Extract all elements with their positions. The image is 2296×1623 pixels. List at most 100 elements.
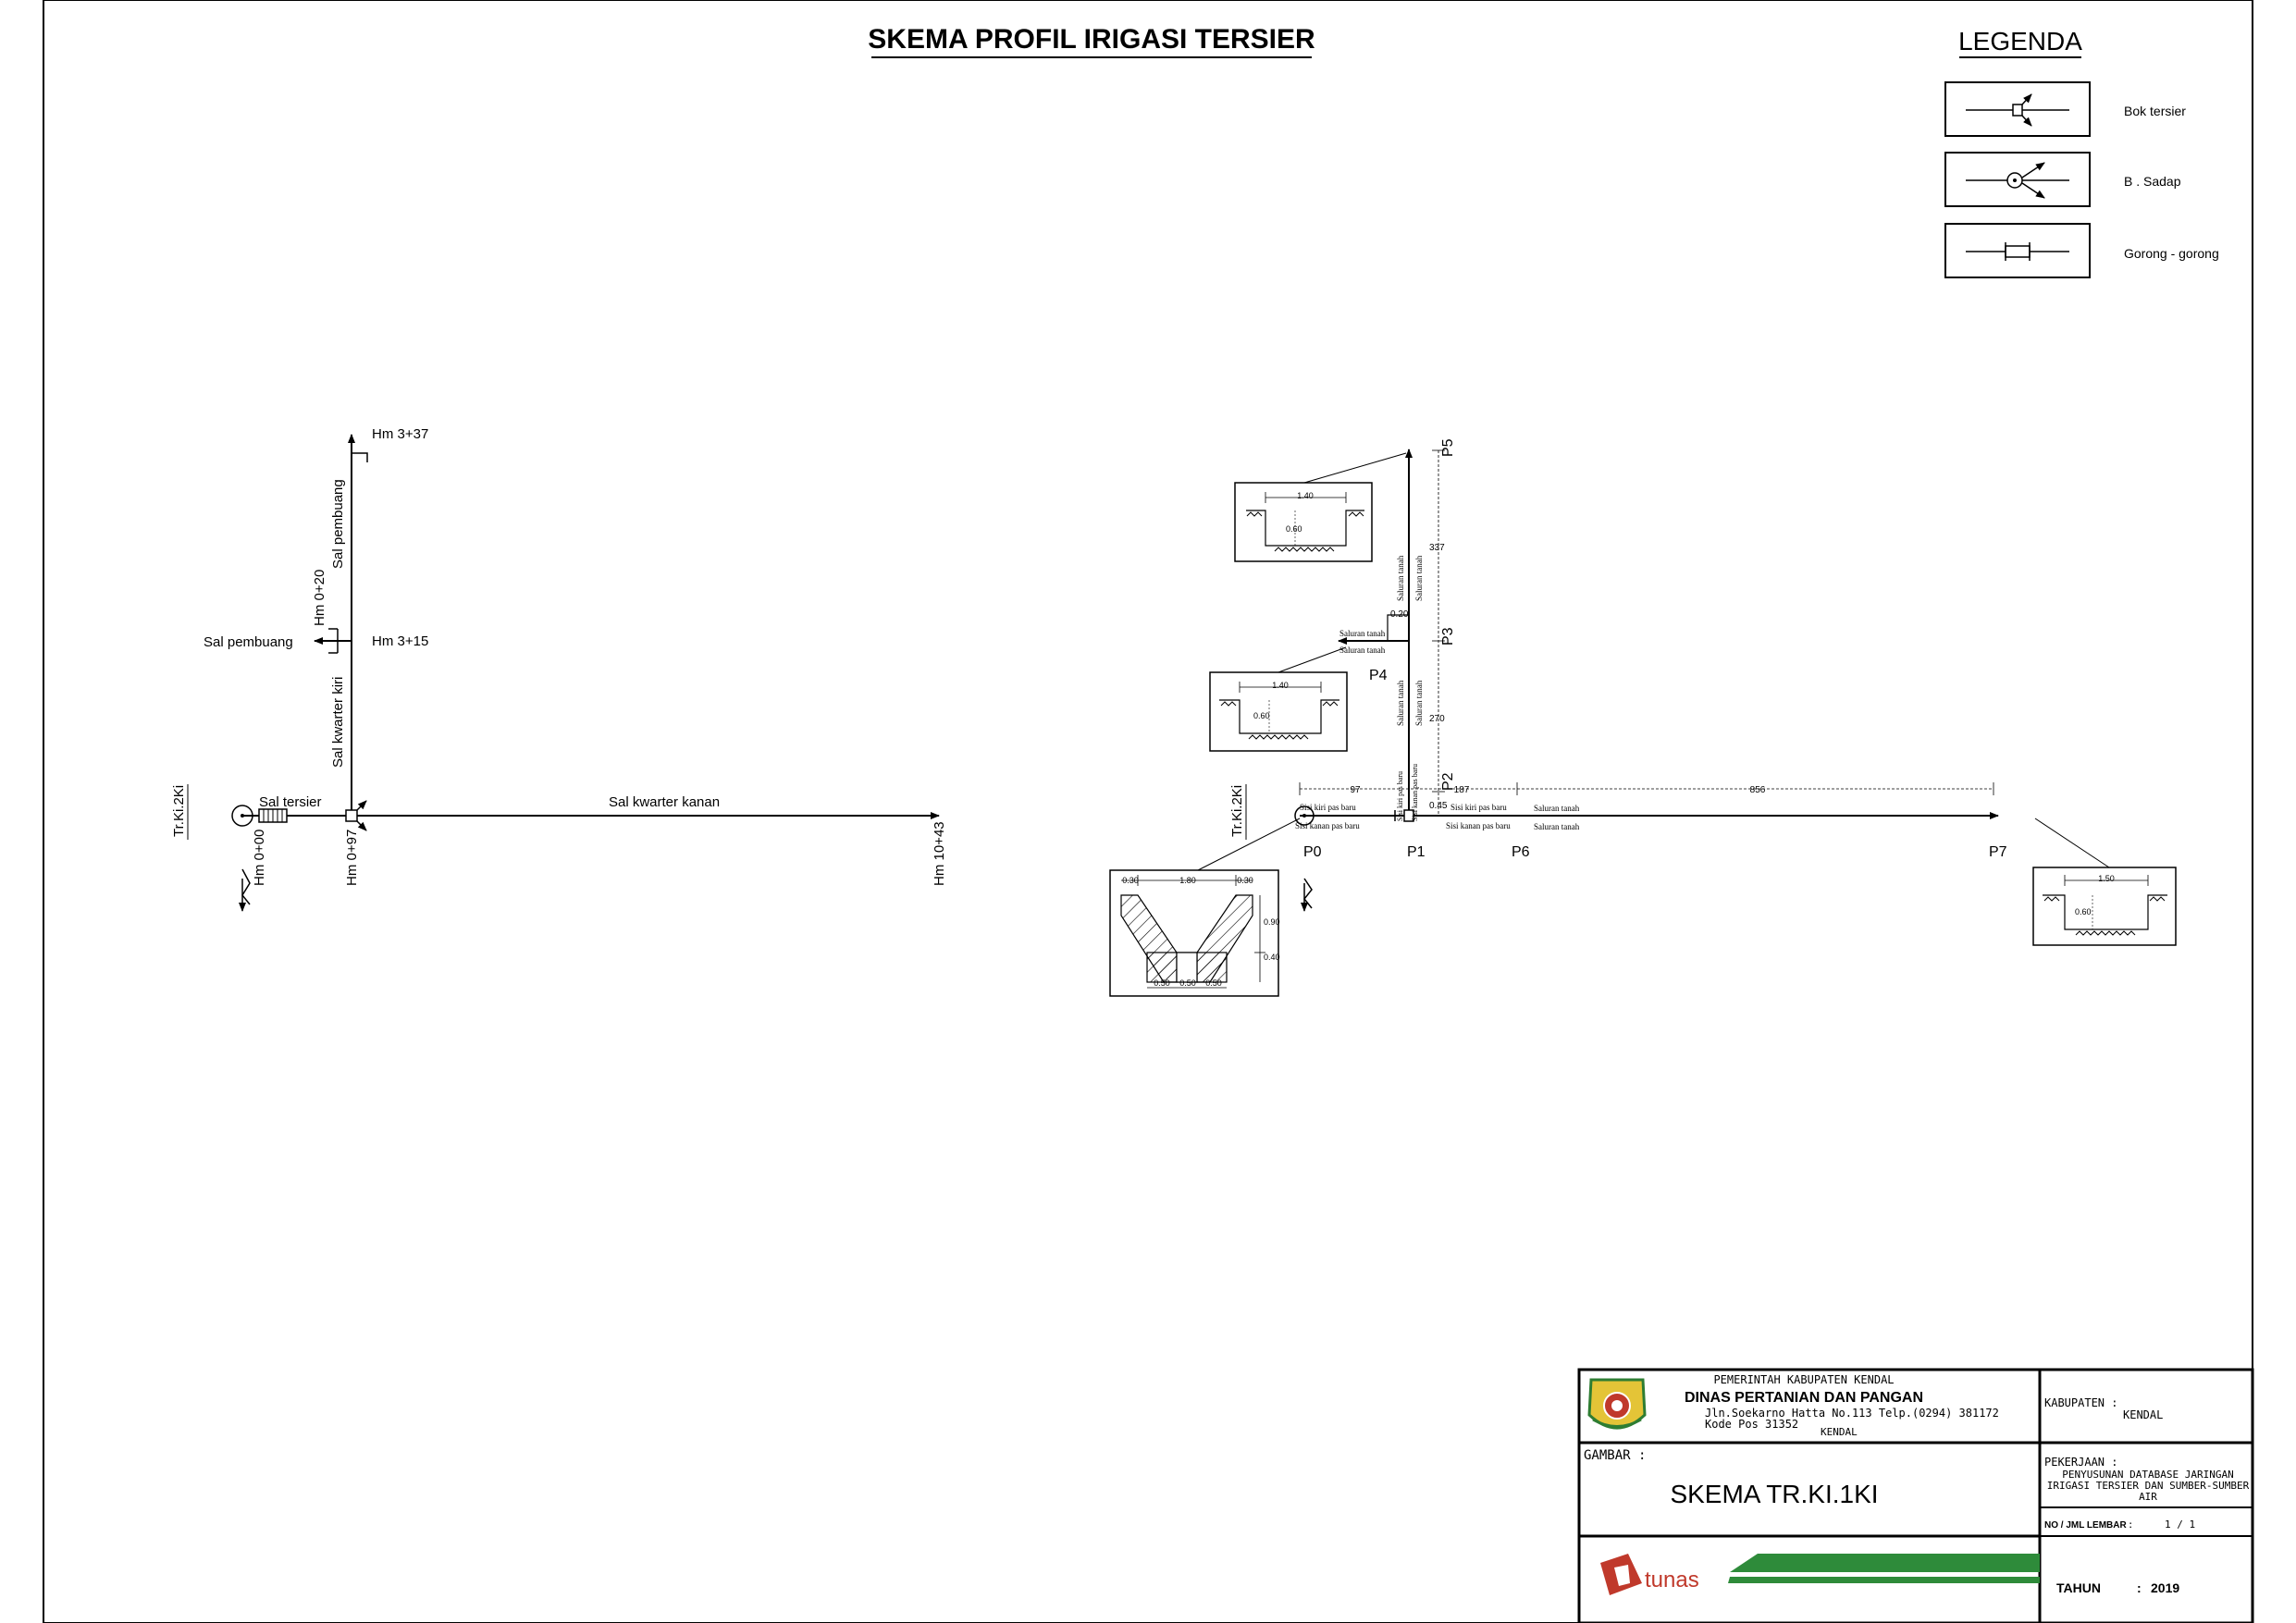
point-p7: P7 [1989, 844, 2007, 860]
hm-0-20-label: Hm 0+20 [312, 570, 327, 626]
tb-pekerjaan-line3: AIR [2139, 1491, 2157, 1503]
sec-lined-top-mid: 1.80 [1179, 876, 1196, 885]
sec-top-depth: 0.60 [1286, 524, 1302, 534]
tb-pekerjaan-line2: IRIGASI TERSIER DAN SUMBER-SUMBER [2047, 1480, 2250, 1492]
legend-label-bok-tersier: Bok tersier [2124, 104, 2186, 118]
sec-lined-b2: 0.50 [1179, 978, 1196, 988]
legend-item-bangunan-sadap: B . Sadap [1944, 152, 2181, 207]
tb-dept: DINAS PERTANIAN DAN PANGAN [1685, 1390, 1923, 1406]
note-saluran-tanah-3: Saluran tanah [1396, 680, 1405, 726]
tb-pekerjaan-label: PEKERJAAN : [2044, 1456, 2117, 1469]
drawing-title: SKEMA PROFIL IRIGASI TERSIER [868, 24, 1315, 58]
legend-title: LEGENDA [1958, 27, 2082, 55]
legend-item-gorong-gorong: Gorong - gorong [1944, 223, 2219, 278]
note-saluran-tanah-2: Saluran tanah [1414, 555, 1424, 601]
tb-addr2: Kode Pos 31352 [1705, 1418, 1798, 1431]
note-sisi-kiri-1: Sisi kiri pas baru [1300, 803, 1356, 812]
tr-ki-label-right: Tr.Ki.2Ki [1229, 785, 1245, 837]
tb-gambar-label: GAMBAR : [1584, 1448, 1646, 1463]
sadap-symbol-icon-right [1294, 805, 1315, 826]
sadap-symbol-icon [231, 805, 253, 827]
bok-tersier-symbol-icon [1966, 93, 2069, 127]
tb-tahun-label: TAHUN [2056, 1580, 2101, 1595]
cross-section-earth-mid: 1.40 0.60 [1209, 671, 1348, 752]
sec-mid-width: 1.40 [1272, 681, 1289, 690]
hm-3-37-label: Hm 3+37 [372, 426, 428, 442]
legend-item-bok-tersier: Bok tersier [1944, 81, 2186, 137]
title-block: PEMERINTAH KABUPATEN KENDAL DINAS PERTAN… [1577, 1368, 2254, 1623]
gorong-gorong-icon [258, 808, 288, 823]
sal-kwarter-kiri-label: Sal kwarter kiri [330, 677, 346, 768]
tb-lembar-value: 1 / 1 [2165, 1518, 2195, 1531]
gorong-gorong-symbol-icon [1966, 242, 2069, 261]
tb-kabupaten-label: KABUPATEN : [2044, 1396, 2117, 1409]
sec-mid-depth: 0.60 [1253, 711, 1270, 720]
bok-tersier-icon [345, 800, 367, 831]
sec-right-width: 1.50 [2098, 874, 2115, 883]
note-saluran-tanah-4: Saluran tanah [1414, 680, 1424, 726]
legend-label-gorong-gorong: Gorong - gorong [2124, 246, 2219, 261]
bok-tersier-icon-right [1394, 809, 1414, 822]
legend: LEGENDA Bok tersier B . Sadap [1944, 27, 2219, 278]
tb-addr1: Jln.Soekarno Hatta No.113 Telp.(0294) 38… [1705, 1407, 1999, 1420]
sheet-border [43, 0, 2253, 1623]
sec-lined-b1: 0.50 [1154, 978, 1170, 988]
sal-kwarter-kanan-label: Sal kwarter kanan [609, 794, 720, 810]
right-scheme: 97 187 856 0.45 270 337 0.20 P0 P1 P6 P7… [1109, 438, 2177, 997]
legend-label-bangunan-sadap: B . Sadap [2124, 174, 2181, 189]
point-p6: P6 [1512, 844, 1530, 860]
sec-lined-h1: 0.90 [1264, 917, 1280, 927]
sec-lined-top-left: 0.30 [1122, 876, 1139, 885]
cross-section-lined: 0.30 1.80 0.30 0.90 0.40 0.50 0.50 0.50 [1109, 869, 1280, 997]
dim-187: 187 [1454, 785, 1470, 795]
note-sisi-kanan-3: Sisi kanan pas baru [1411, 764, 1419, 821]
sec-lined-h2: 0.40 [1264, 953, 1280, 962]
point-p0: P0 [1303, 844, 1322, 860]
kendal-regency-logo [1587, 1378, 1647, 1430]
drainage-arrow-icon-right [1301, 878, 1313, 912]
note-sisi-kanan-2: Sisi kanan pas baru [1446, 821, 1511, 830]
tb-city: KENDAL [1821, 1426, 1858, 1438]
note-saluran-tanah-6: Saluran tanah [1339, 646, 1386, 655]
consultant-name: tunas [1645, 1568, 1699, 1592]
sec-right-depth: 0.60 [2075, 907, 2092, 916]
sec-top-width: 1.40 [1297, 491, 1314, 500]
point-p5: P5 [1440, 438, 1456, 457]
note-sisi-kiri-2: Sisi kiri pas baru [1450, 803, 1507, 812]
point-p1: P1 [1407, 844, 1426, 860]
cross-section-earth-top: 1.40 0.60 [1234, 482, 1373, 562]
dim-0-45: 0.45 [1429, 801, 1448, 811]
note-saluran-tanah-8: Saluran tanah [1534, 822, 1580, 831]
hm-0-00-label: Hm 0+00 [252, 830, 267, 886]
tb-gov: PEMERINTAH KABUPATEN KENDAL [1713, 1373, 1894, 1386]
hm-3-15-label: Hm 3+15 [372, 633, 428, 649]
point-p3: P3 [1440, 627, 1456, 646]
dim-97: 97 [1350, 785, 1361, 795]
tb-gambar-value: SKEMA TR.KI.1KI [1670, 1480, 1878, 1508]
sec-lined-top-right: 0.30 [1237, 876, 1253, 885]
hm-0-97-label: Hm 0+97 [344, 830, 360, 886]
left-scheme: Tr.Ki.2Ki Sal tersier Sal kwarter kanan … [171, 426, 947, 912]
tr-ki-label-left: Tr.Ki.2Ki [171, 785, 187, 837]
sec-lined-b3: 0.50 [1205, 978, 1222, 988]
dim-856: 856 [1750, 785, 1766, 795]
cross-section-earth-right: 1.50 0.60 [2032, 867, 2177, 946]
point-p2: P2 [1440, 772, 1456, 791]
consultant-logo: tunas [1600, 1554, 2040, 1595]
page-title: SKEMA PROFIL IRIGASI TERSIER [868, 24, 1315, 55]
drainage-arrow-icon [239, 868, 251, 912]
tb-kabupaten-value: KENDAL [2123, 1408, 2163, 1421]
hm-10-43-label: Hm 10+43 [932, 821, 947, 886]
note-sisi-kiri-3: Sisi kiri pas baru [1396, 771, 1404, 821]
dim-270: 270 [1429, 714, 1445, 724]
note-saluran-tanah-1: Saluran tanah [1396, 555, 1405, 601]
dim-337: 337 [1429, 543, 1445, 553]
tb-tahun-value: 2019 [2151, 1580, 2179, 1595]
note-saluran-tanah-7: Saluran tanah [1534, 804, 1580, 813]
tb-tahun-sep: : [2137, 1580, 2142, 1595]
sal-pembuang-left-label: Sal pembuang [204, 634, 293, 650]
sal-pembuang-top-label: Sal pembuang [330, 479, 346, 569]
tb-pekerjaan-line1: PENYUSUNAN DATABASE JARINGAN [2062, 1469, 2233, 1481]
bangunan-sadap-symbol-icon [1966, 162, 2069, 199]
